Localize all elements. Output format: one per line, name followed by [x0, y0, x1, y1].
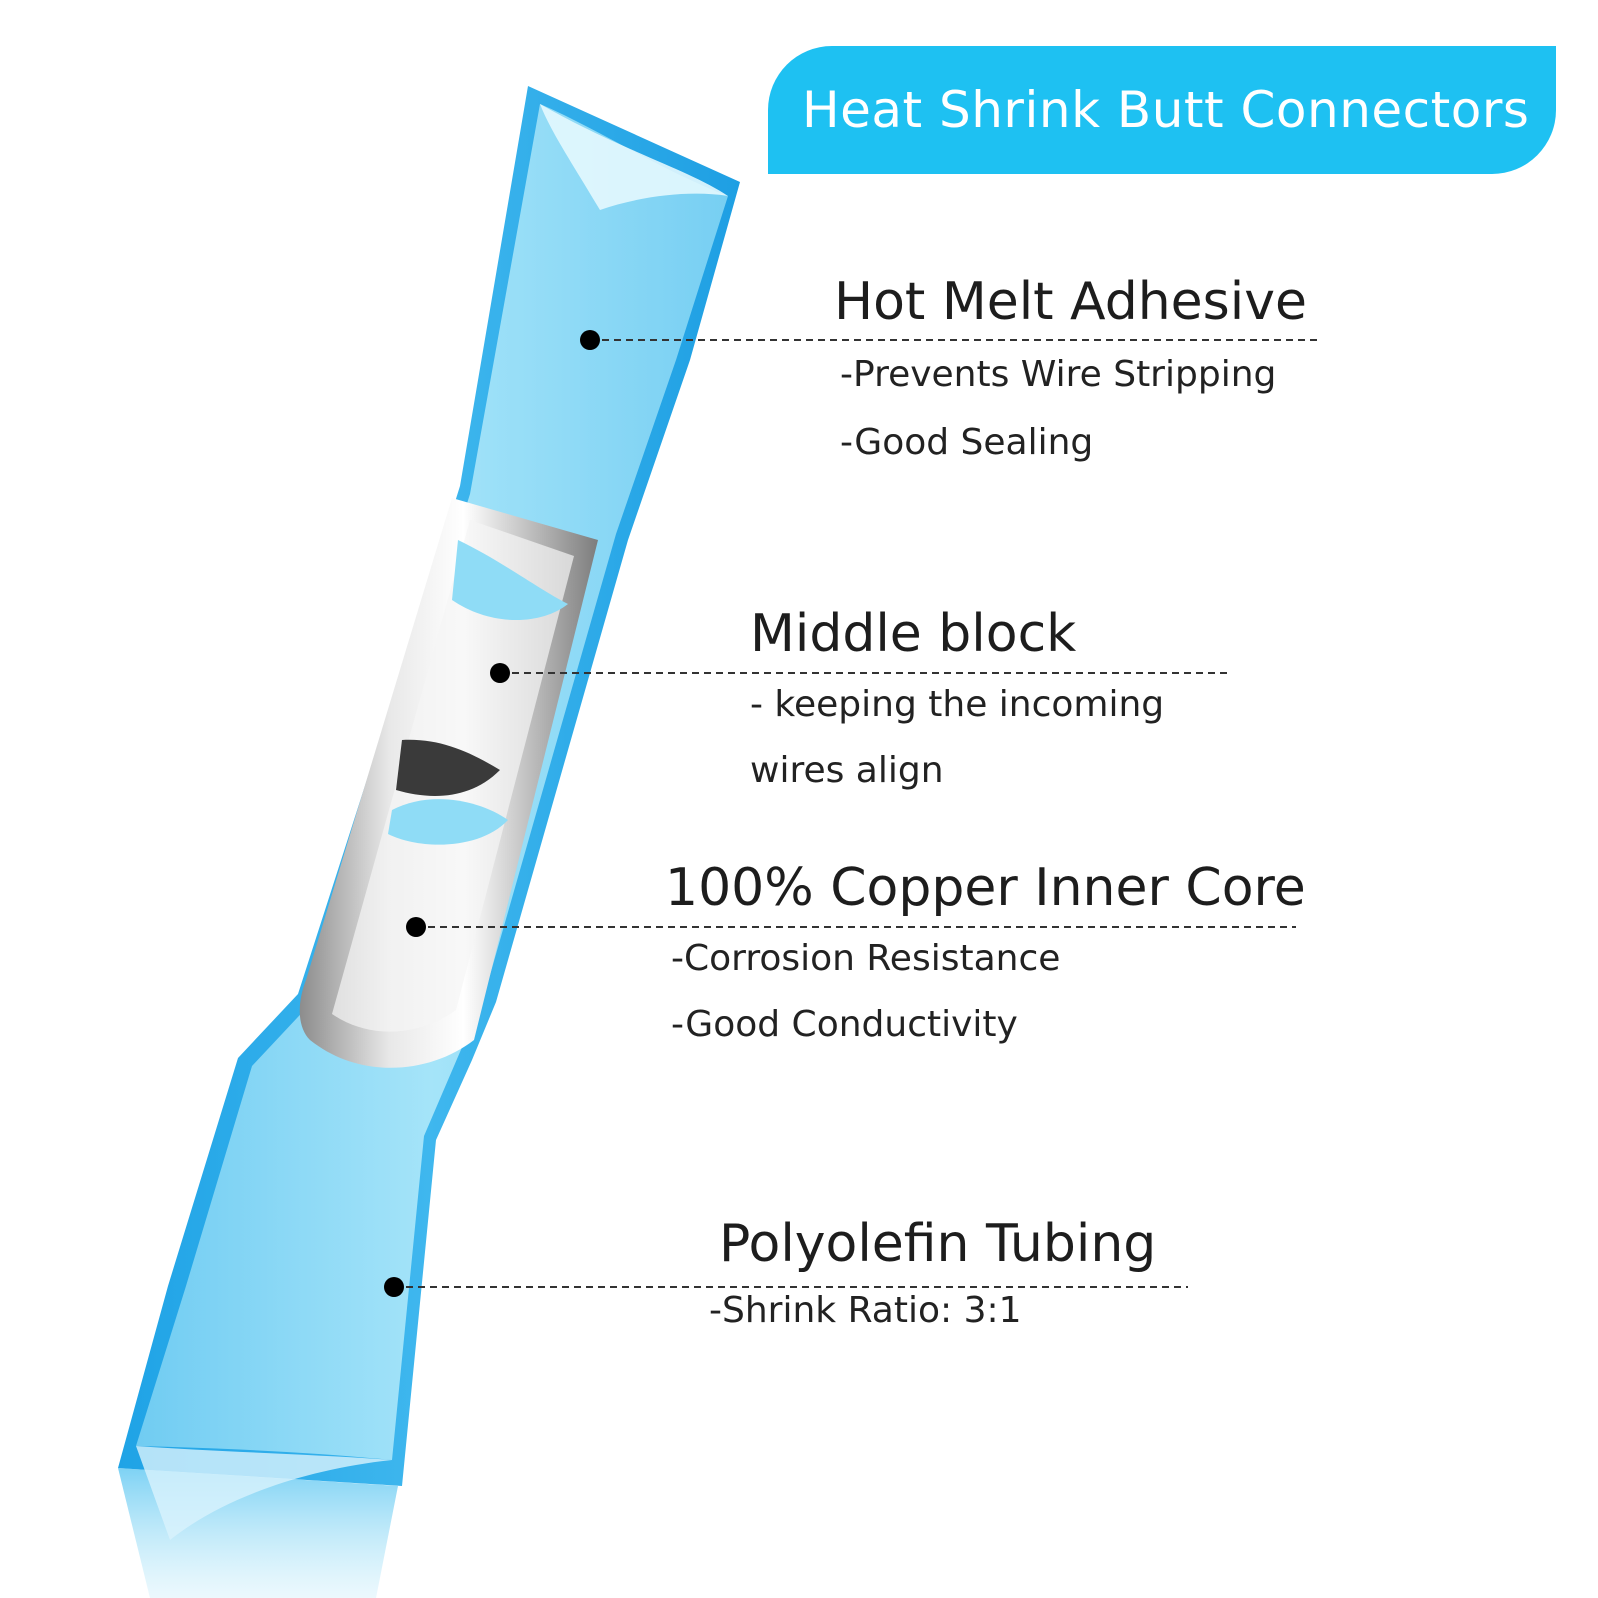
- callout-heading: Hot Melt Adhesive: [834, 272, 1307, 332]
- callout-heading: 100% Copper Inner Core: [665, 858, 1306, 918]
- dot-adhesive: [580, 330, 600, 350]
- leader-dots: [384, 330, 600, 1297]
- middle-block-window-bottom: [388, 799, 508, 845]
- callout-line: -Prevents Wire Stripping: [840, 354, 1277, 395]
- middle-block-window-top: [452, 540, 568, 621]
- dot-tubing: [384, 1277, 404, 1297]
- title-badge: Heat Shrink Butt Connectors: [768, 46, 1556, 174]
- callout-line: -Good Conductivity: [671, 1004, 1018, 1045]
- tube-top-opening: [540, 104, 728, 210]
- dot-core: [406, 917, 426, 937]
- callout-heading: Middle block: [750, 604, 1077, 664]
- leader-lines: [394, 339, 1320, 1288]
- callout-heading: Polyolefin Tubing: [719, 1214, 1157, 1274]
- dot-middle-block: [490, 663, 510, 683]
- callout-hot-melt-adhesive: Hot Melt Adhesive -Prevents Wire Strippi…: [834, 272, 1307, 468]
- tube-bottom-opening: [136, 1446, 392, 1540]
- middle-block-window-dark: [396, 739, 500, 796]
- callout-copper-core: 100% Copper Inner Core -Corrosion Resist…: [665, 858, 1306, 1050]
- callout-polyolefin-tubing: Polyolefin Tubing -Shrink Ratio: 3:1: [709, 1214, 1157, 1336]
- callout-middle-block: Middle block - keeping the incoming wire…: [750, 604, 1164, 796]
- callout-line: wires align: [750, 750, 944, 791]
- callout-line: - keeping the incoming: [750, 684, 1165, 725]
- title-text: Heat Shrink Butt Connectors: [802, 81, 1530, 139]
- callout-line: -Good Sealing: [840, 422, 1094, 463]
- callout-line: -Corrosion Resistance: [671, 938, 1061, 979]
- callout-line: -Shrink Ratio: 3:1: [709, 1290, 1022, 1331]
